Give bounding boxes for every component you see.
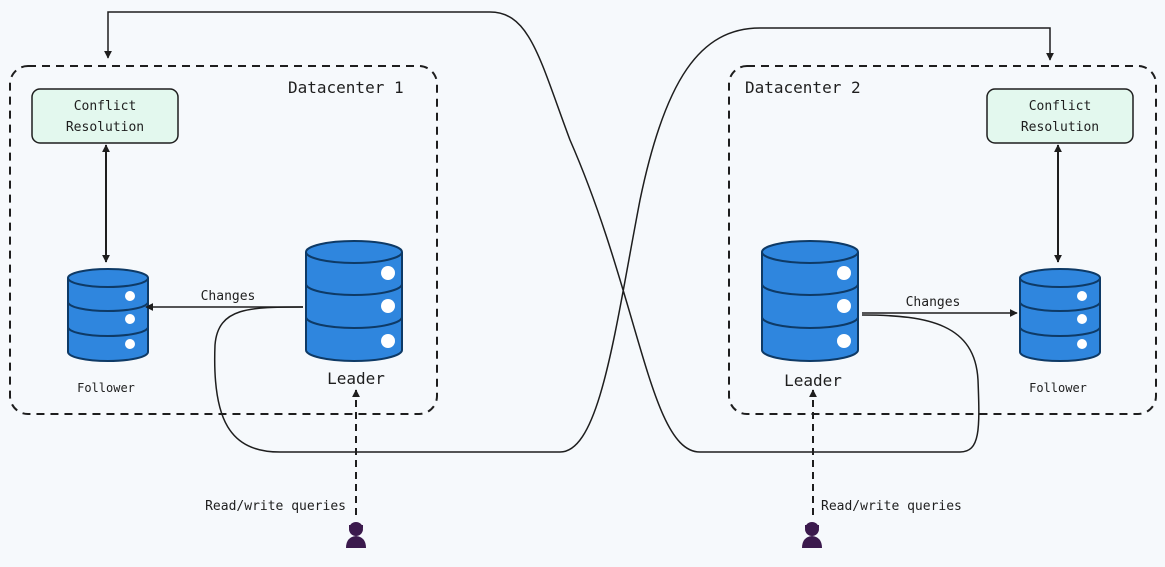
datacenter-1-conflict-line2: Resolution (66, 120, 144, 135)
replication-path-dc2-to-dc1 (104, 11, 980, 453)
datacenter-1-conflict-box (31, 88, 179, 144)
datacenter-1-user-icon (346, 522, 366, 548)
datacenter-2-leader-database-icon (761, 240, 859, 362)
datacenter-1-leader-database-icon (305, 240, 403, 362)
datacenter-2-conflict-line1: Conflict (1029, 99, 1092, 114)
datacenter-1-leader-label: Leader (327, 369, 385, 388)
datacenter-2-changes-label: Changes (906, 295, 961, 310)
datacenter-2-user-icon (802, 522, 822, 548)
datacenter-2-follower-database-icon (1019, 268, 1101, 362)
datacenter-2-follower-label: Follower (1029, 381, 1087, 395)
replication-path-dc1-to-dc2 (213, 27, 1054, 453)
datacenter-2-conflict-box (986, 88, 1134, 144)
datacenter-2-query-label: Read/write queries (821, 499, 962, 514)
datacenter-1-follower-label: Follower (77, 381, 135, 395)
datacenter-1-follower-database-icon (67, 268, 149, 362)
datacenter-1-boundary (9, 65, 438, 415)
datacenter-1-label: Datacenter 1 (288, 78, 404, 97)
datacenter-2-label: Datacenter 2 (745, 78, 861, 97)
datacenter-2-boundary (728, 65, 1157, 415)
datacenter-1-conflict-line1: Conflict (74, 99, 137, 114)
datacenter-1-changes-label: Changes (201, 289, 256, 304)
datacenter-1-query-label: Read/write queries (205, 499, 346, 514)
datacenter-2-conflict-line2: Resolution (1021, 120, 1099, 135)
datacenter-2-leader-label: Leader (784, 371, 842, 390)
